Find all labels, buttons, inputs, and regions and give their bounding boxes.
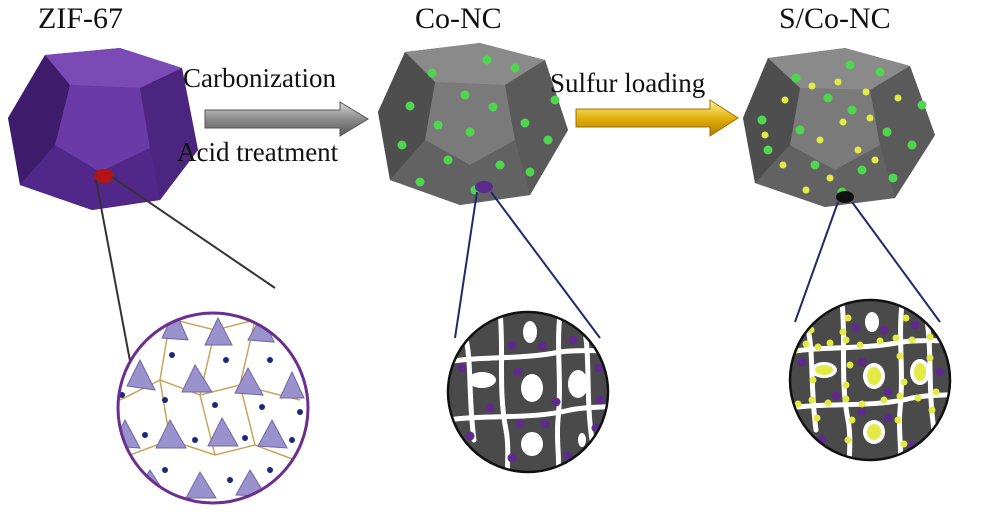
sulfur-loading-label: Sulfur loading — [550, 68, 706, 98]
carbonization-label: Carbonization — [183, 63, 336, 93]
co-nc-green-dots — [397, 55, 560, 195]
sulfur-loading-arrow — [575, 99, 739, 137]
s-co-nc-sulfur-dots — [761, 78, 902, 194]
co-nc-polyhedron — [378, 43, 568, 205]
s-co-nc-polyhedron — [743, 48, 935, 207]
zif67-framework-detail — [116, 311, 310, 505]
s-co-nc-detail-marker — [836, 191, 854, 203]
zif67-polyhedron — [8, 48, 198, 210]
carbonization-arrow — [204, 101, 369, 137]
acid-treatment-label: Acid treatment — [177, 137, 339, 167]
co-nc-porous-detail — [446, 310, 610, 474]
zif67-label: ZIF-67 — [38, 2, 123, 35]
s-co-nc-label: S/Co-NC — [779, 2, 891, 35]
s-co-nc-porous-detail — [788, 298, 952, 462]
co-nc-label: Co-NC — [415, 2, 502, 35]
zif67-detail-marker — [94, 169, 114, 183]
co-nc-detail-marker — [475, 181, 493, 193]
